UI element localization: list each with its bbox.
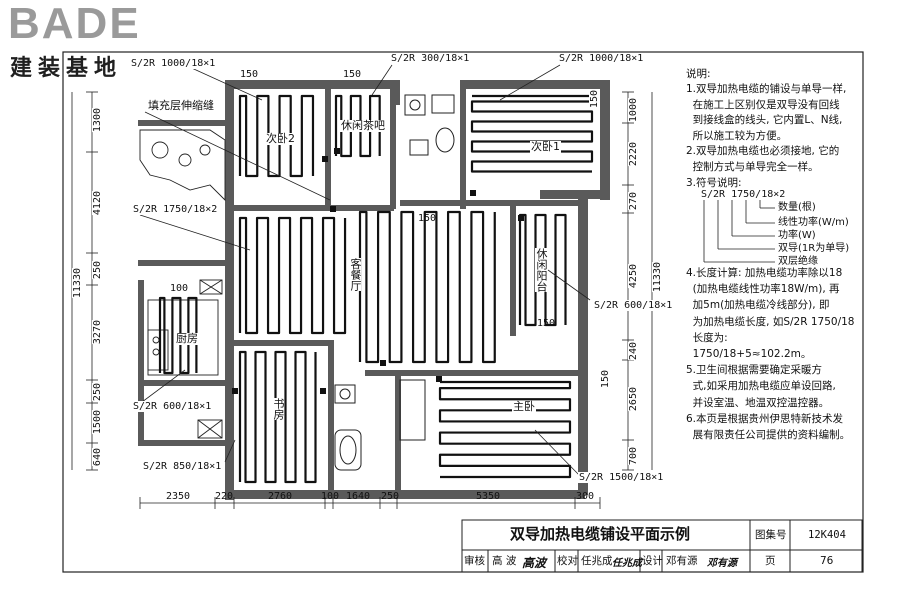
dim-left: 3270 xyxy=(92,320,103,345)
dim-left: 4120 xyxy=(92,191,103,216)
reviewer-signature: 高波 xyxy=(522,556,547,570)
review-label: 审核 xyxy=(464,555,485,567)
room-label-living-dining: 客餐厅 xyxy=(349,258,362,291)
dim-left: 250 xyxy=(92,261,103,280)
designer-name: 邓有源 xyxy=(666,555,698,567)
walls xyxy=(138,80,610,500)
dim-right: 270 xyxy=(628,192,639,211)
dim-bottom: 220 xyxy=(215,491,234,502)
dim-bottom: 300 xyxy=(576,491,595,502)
room-label-kitchen: 厨房 xyxy=(175,332,199,345)
dim-right: 240 xyxy=(628,342,639,361)
dim-bottom: 100 xyxy=(321,491,340,502)
heating-cables xyxy=(158,94,594,484)
callout-balcony: S/2R 600/18×1 xyxy=(593,300,674,311)
legend-double-insulation: 双层绝缘 xyxy=(778,256,818,267)
room-label-bedroom2: 次卧2 xyxy=(265,132,296,145)
legend-power: 功率(W) xyxy=(778,230,816,241)
notes-lines: 1.双导加热电缆的铺设与单导一样, 在施工上区别仅是双导没有回线 到接线盒的线头… xyxy=(686,83,847,189)
dim-right: 4250 xyxy=(628,264,639,289)
notes-heading: 说明: xyxy=(686,68,711,80)
dim-bottom: 1640 xyxy=(346,491,371,502)
spacing-mark: 150 xyxy=(343,69,362,80)
reviewer-name: 高 波 xyxy=(492,555,517,567)
dim-bottom: 250 xyxy=(381,491,400,502)
dim-bottom: 5350 xyxy=(476,491,501,502)
design-label: 设计 xyxy=(642,555,663,567)
callout-tea-bar: S/2R 300/18×1 xyxy=(390,53,471,64)
dim-right: 2220 xyxy=(628,142,639,167)
dim-left-total: 11330 xyxy=(72,268,83,299)
dim-right-total: 11330 xyxy=(652,262,663,293)
dim-left: 640 xyxy=(92,448,103,467)
spacing-mark: 150 xyxy=(240,69,259,80)
atlas-label: 图集号 xyxy=(755,529,787,541)
designer-signature: 邓有源 xyxy=(707,558,737,569)
page-label: 页 xyxy=(765,555,776,567)
drawing-title: 双导加热电缆铺设平面示例 xyxy=(509,525,690,543)
atlas-number: 12K404 xyxy=(808,529,846,541)
spacing-mark: 150 xyxy=(418,213,437,224)
callout-bedroom1: S/2R 1000/18×1 xyxy=(558,53,645,64)
legend-quantity: 数量(根) xyxy=(778,202,816,213)
notes-lines-2: 4.长度计算: 加热电缆功率除以18 (加热电缆线性功率18W/m), 再 加5… xyxy=(686,267,855,442)
checker-signature: 任兆成 xyxy=(612,558,642,569)
legend-linear-power: 线性功率(W/m) xyxy=(778,217,849,228)
room-label-leisure-balcony: 休闲阳台 xyxy=(535,248,548,292)
dim-left: 1300 xyxy=(92,108,103,133)
callout-study: S/2R 850/18×1 xyxy=(142,461,223,472)
spacing-mark: 100 xyxy=(170,283,189,294)
notes-panel: 说明: 1.双导加热电缆的铺设与单导一样, 在施工上区别仅是双导没有回线 到接线… xyxy=(686,66,862,191)
dim-left: 250 xyxy=(92,383,103,402)
bathroom-fixtures xyxy=(334,94,455,471)
dim-right: 1000 xyxy=(628,98,639,123)
callout-bedroom2: S/2R 1000/18×1 xyxy=(130,58,217,69)
callout-living: S/2R 1750/18×2 xyxy=(132,204,219,215)
check-label: 校对 xyxy=(557,555,578,567)
callout-kitchen: S/2R 600/18×1 xyxy=(132,401,213,412)
spacing-mark: 150 xyxy=(537,318,556,329)
dim-left: 1500 xyxy=(92,410,103,435)
dim-right: 2650 xyxy=(628,387,639,412)
junction-boxes xyxy=(232,148,524,394)
dim-right: 700 xyxy=(628,447,639,466)
dim-bottom: 2760 xyxy=(268,491,293,502)
room-label-tea-bar: 休闲茶吧 xyxy=(340,119,386,132)
page-number: 76 xyxy=(820,555,834,567)
dim-bottom: 2350 xyxy=(166,491,191,502)
checker-name: 任兆成 xyxy=(581,555,613,567)
brand-logo: BADE xyxy=(8,0,141,48)
symbol-example: S/2R 1750/18×2 xyxy=(700,189,787,200)
leader-lines xyxy=(137,64,775,477)
room-label-study: 书房 xyxy=(272,398,285,420)
room-label-bedroom1: 次卧1 xyxy=(530,140,561,153)
callout-master: S/2R 1500/18×1 xyxy=(578,472,665,483)
legend-dual-conductor: 双导(1R为单导) xyxy=(778,243,850,254)
label-expansion-joint: 填充层伸缩缝 xyxy=(147,99,215,112)
spacing-mark: 150 xyxy=(589,90,600,109)
title-block-lines xyxy=(461,519,863,573)
room-label-master-bedroom: 主卧 xyxy=(512,400,536,413)
spacing-mark: 150 xyxy=(600,370,611,389)
